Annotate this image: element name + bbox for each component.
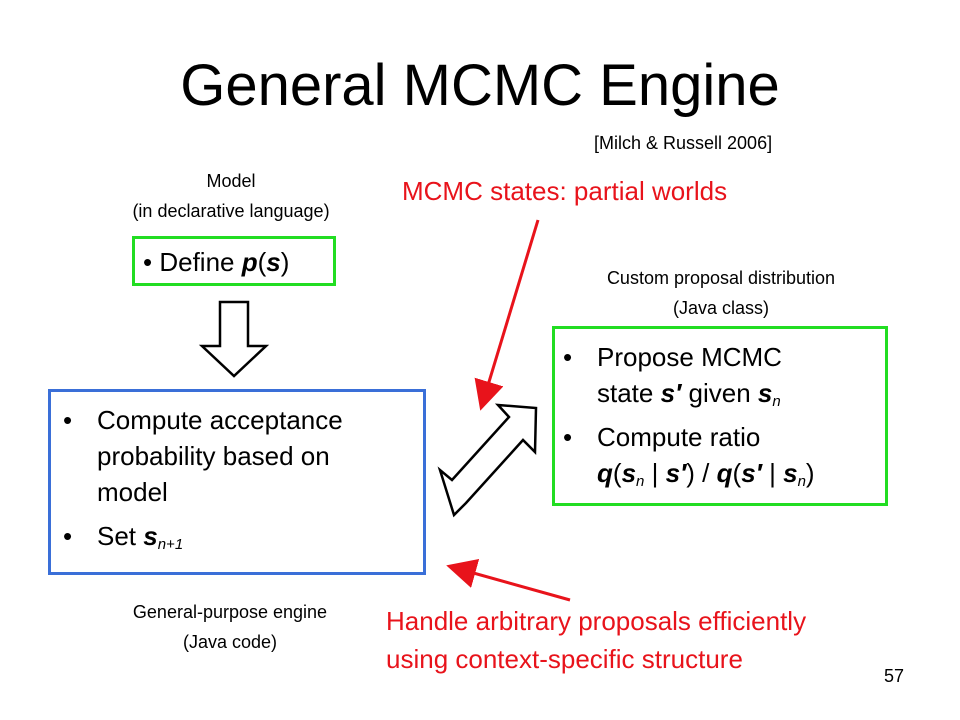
engine-list: Compute acceptance probability based on …	[59, 402, 417, 562]
handle-arrow	[446, 559, 571, 602]
engine-caption-line2: (Java code)	[182, 632, 278, 652]
down-arrow-icon	[198, 300, 270, 378]
mcmc-states-arrow	[474, 219, 540, 411]
model-item-prefix: Define	[159, 247, 242, 277]
model-caption: Model (in declarative language)	[96, 166, 366, 226]
model-box: • Define p(s)	[132, 236, 336, 286]
model-bullet: •	[143, 247, 160, 277]
model-caption-line1: Model	[206, 171, 256, 191]
proposal-list: Propose MCMC state s′ given sn Compute r…	[559, 339, 879, 499]
engine-box: Compute acceptance probability based on …	[48, 389, 426, 575]
proposal-caption: Custom proposal distribution (Java class…	[560, 263, 882, 323]
double-arrow-icon	[437, 403, 538, 518]
engine-caption: General-purpose engine (Java code)	[92, 597, 368, 657]
proposal-box: Propose MCMC state s′ given sn Compute r…	[552, 326, 888, 506]
proposal-item-propose: Propose MCMC state s′ given sn	[559, 339, 879, 411]
ratio-formula: q(sn | s′) / q(s′ | sn)	[597, 458, 815, 490]
engine-item-set: Set sn+1	[59, 518, 417, 554]
engine-item-acceptance: Compute acceptance probability based on …	[59, 402, 417, 510]
model-caption-line2: (in declarative language)	[132, 201, 330, 221]
mcmc-states-annotation: MCMC states: partial worlds	[402, 176, 728, 206]
handle-annotation-line2: using context-specific structure	[386, 644, 743, 674]
handle-annotation-line1: Handle arbitrary proposals efficiently	[386, 606, 807, 636]
proposal-item-ratio: Compute ratio q(sn | s′) / q(s′ | sn)	[559, 419, 879, 491]
proposal-caption-line2: (Java class)	[672, 298, 770, 318]
model-item: • Define p(s)	[143, 247, 290, 277]
engine-caption-line1: General-purpose engine	[132, 602, 328, 622]
slide-number: 57	[884, 666, 905, 686]
proposal-caption-line1: Custom proposal distribution	[606, 268, 836, 288]
citation: [Milch & Russell 2006]	[594, 133, 773, 153]
slide-title: General MCMC Engine	[180, 53, 780, 118]
handle-annotation: Handle arbitrary proposals efficiently u…	[386, 602, 806, 678]
